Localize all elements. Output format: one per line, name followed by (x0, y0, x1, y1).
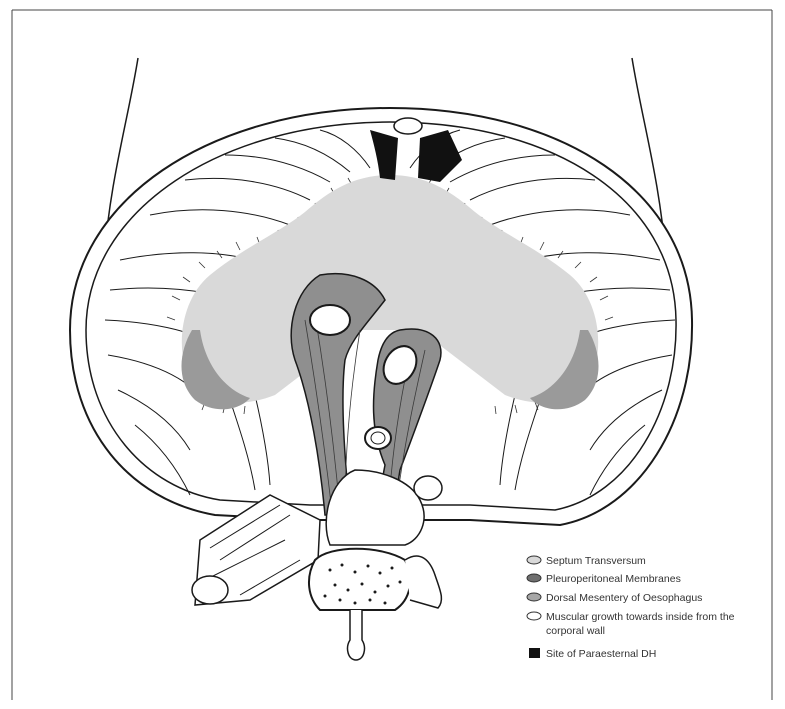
vertebra-body (309, 549, 410, 610)
legend-swatch-mesentery (527, 593, 541, 601)
legend-label-muscle-line2: corporal wall (546, 625, 605, 637)
legend-label-mesentery: Dorsal Mesentery of Oesophagus (546, 592, 702, 604)
legend-swatch-muscle (527, 612, 541, 620)
right-vertebral-process (405, 556, 441, 608)
aortic-opening (365, 427, 391, 449)
legend-label-septum: Septum Transversum (546, 555, 646, 567)
legend-label-muscle: Muscular growth towards inside from the (546, 611, 735, 623)
sternum-ellipse (394, 118, 422, 134)
legend-swatch-septum (527, 556, 541, 564)
legend-label-paraesternal: Site of Paraesternal DH (546, 648, 656, 660)
legend-swatch-pleuroperitoneal (527, 574, 541, 582)
legend-swatch-paraesternal (529, 648, 540, 658)
legend: Septum Transversum Pleuroperitoneal Memb… (527, 555, 735, 660)
spinal-process (348, 610, 365, 660)
legend-label-pleuroperitoneal: Pleuroperitoneal Membranes (546, 573, 681, 585)
right-rib-stub (414, 476, 442, 500)
left-rib-end (192, 576, 228, 604)
vena-cava-opening (310, 305, 350, 335)
